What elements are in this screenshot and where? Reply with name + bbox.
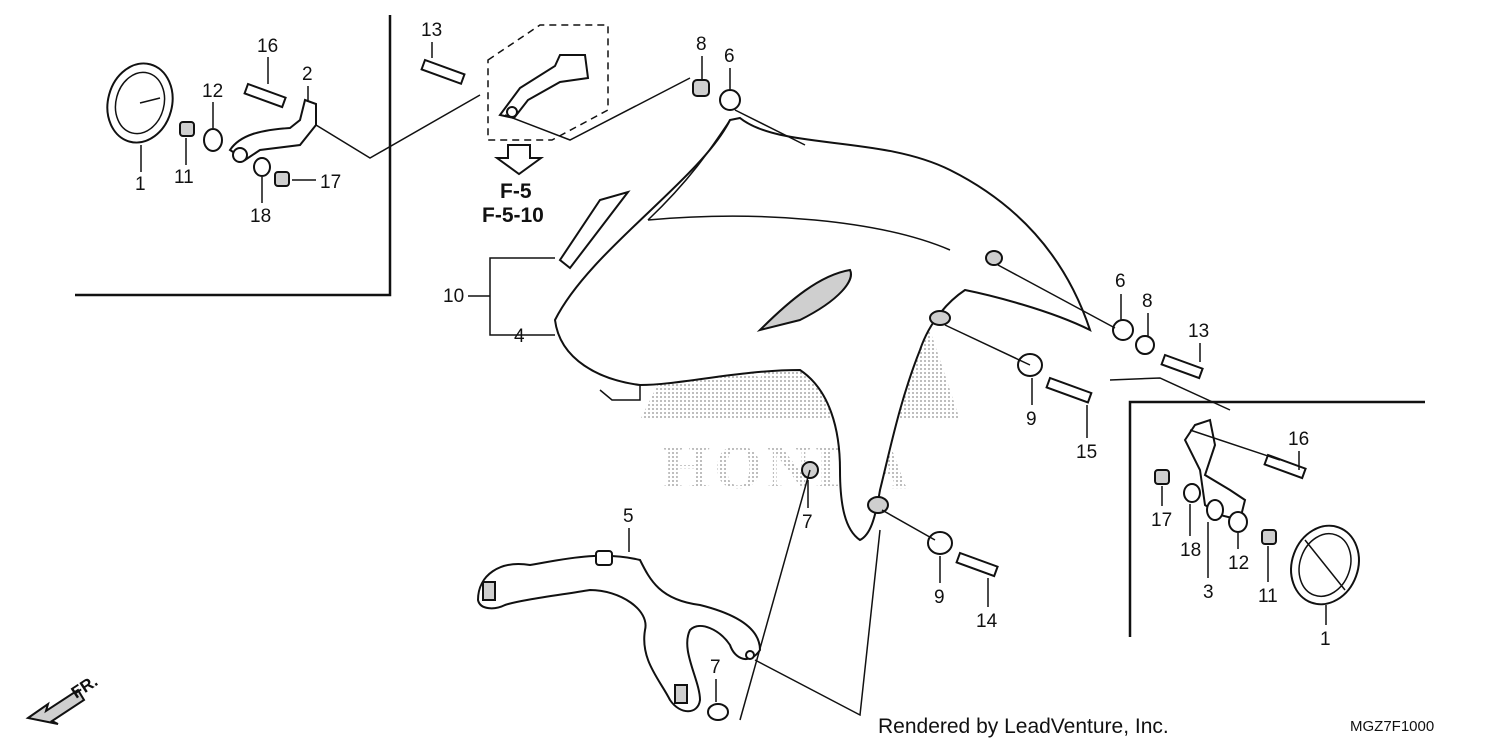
reference-bracket-part (498, 54, 590, 120)
callout-13-top: 13 (421, 20, 442, 41)
front-direction-arrow: FR. (25, 672, 101, 725)
callout-5: 5 (623, 506, 634, 527)
callout-12-right: 12 (1228, 553, 1249, 574)
left-inset-frame (75, 15, 392, 297)
left-hardware (179, 82, 317, 187)
callout-2: 2 (302, 64, 313, 85)
right-hardware (420, 58, 1204, 721)
callout-16-right: 16 (1288, 429, 1309, 450)
callout-8-right: 8 (1142, 291, 1153, 312)
right-inset-hardware (1154, 418, 1307, 545)
callout-3: 3 (1203, 582, 1214, 603)
callout-17-left: 17 (320, 172, 341, 193)
callout-6-right: 6 (1115, 271, 1126, 292)
leader-lines (315, 77, 1281, 721)
reflector-left (106, 62, 174, 144)
callout-13-right: 13 (1188, 321, 1209, 342)
reflector-right (1290, 524, 1360, 606)
callout-11-right: 11 (1258, 586, 1278, 607)
callout-18-left: 18 (250, 206, 271, 227)
callout-1-right: 1 (1320, 629, 1331, 650)
callout-1-left: 1 (135, 174, 146, 195)
callout-18-right: 18 (1180, 540, 1201, 561)
reference-arrow (493, 144, 545, 176)
fender-decal (558, 190, 631, 270)
callout-10: 10 (443, 286, 464, 307)
callout-8-top: 8 (696, 34, 707, 55)
callout-9-lower: 9 (934, 587, 945, 608)
reference-line-1: F-5 (500, 180, 532, 203)
callout-4: 4 (514, 326, 525, 347)
callout-11-left: 11 (174, 167, 194, 188)
callout-6-top: 6 (724, 46, 735, 67)
callout-7-mid: 7 (802, 512, 813, 533)
callout-15: 15 (1076, 442, 1097, 463)
callout-7-bottom: 7 (710, 657, 721, 678)
right-inset-frame (1128, 400, 1425, 637)
fender-bracket (476, 550, 762, 713)
callout-17-right: 17 (1151, 510, 1172, 531)
callout-16-left: 16 (257, 36, 278, 57)
diagram-code: MGZ7F1000 (1350, 718, 1434, 735)
front-fender (553, 116, 1092, 542)
callout-14: 14 (976, 611, 998, 632)
callout-9-upper: 9 (1026, 409, 1037, 430)
reference-line-2: F-5-10 (482, 204, 544, 227)
reference-dashed-box (487, 24, 609, 141)
callout-ticks (140, 42, 1327, 702)
credit-text: Rendered by LeadVenture, Inc. (878, 715, 1169, 738)
callout-12-left: 12 (202, 81, 223, 102)
